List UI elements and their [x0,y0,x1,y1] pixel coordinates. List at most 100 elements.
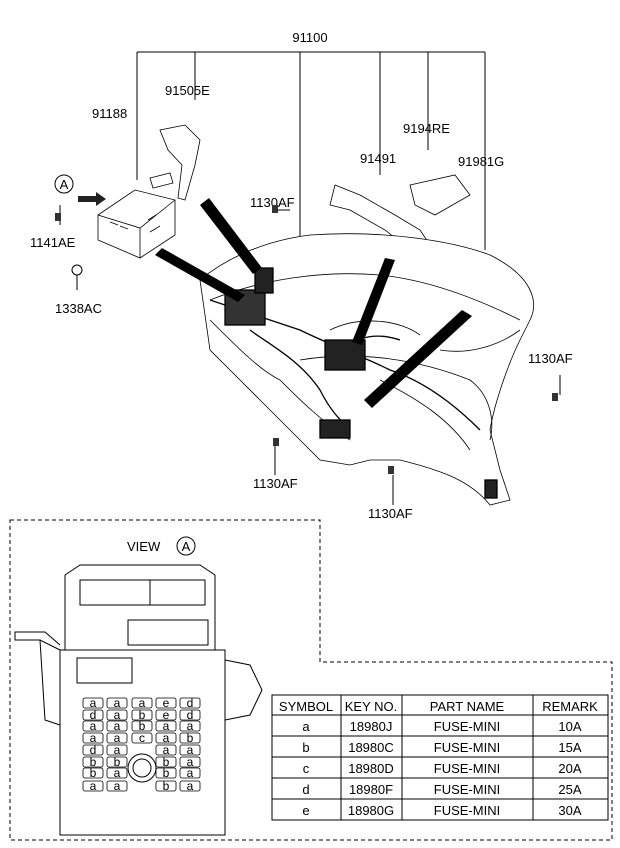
fuse-slot: a [82,719,104,733]
module-9194RE [409,174,471,216]
callout-91491: 91491 [360,151,396,166]
svg-text:a: a [90,719,97,733]
table-cell: c [303,761,310,776]
svg-text:c: c [139,731,145,745]
fuse-slot: a [106,719,128,733]
fuse-slot: d [179,696,201,710]
table-cell: a [302,719,310,734]
svg-text:a: a [163,719,170,733]
fuse-slot: a [179,719,201,733]
svg-text:a: a [114,696,121,710]
fuse-slot: a [106,696,128,710]
svg-text:a: a [114,766,121,780]
table-cell: 18980D [348,761,394,776]
svg-text:a: a [139,696,146,710]
callout-1130AF: 1130AF [528,351,573,366]
fuse-slot: a [82,779,104,793]
view-a-frame [9,519,613,841]
table-cell: FUSE-MINI [434,740,500,755]
fuse-slot: a [179,743,201,757]
fuse-slot: a [106,743,128,757]
fuse-slot: e [155,708,177,722]
fuse-slot: a [106,731,128,745]
fuse-slot: c [131,731,153,745]
callout-1141AE: 1141AE [30,235,76,250]
svg-text:b: b [90,766,97,780]
svg-text:e: e [163,696,170,710]
callout-1130AF: 1130AF [250,195,295,210]
fuse-slot: b [155,779,177,793]
pointer-arrows [155,198,472,408]
svg-text:a: a [114,731,121,745]
fuse-slot: a [106,779,128,793]
fuse-slot: d [179,708,201,722]
table-cell: e [302,803,309,818]
table-cell: 18980G [348,803,394,818]
fuse-slot: e [155,696,177,710]
svg-text:a: a [163,743,170,757]
svg-text:A: A [182,539,191,554]
fuse-table: SYMBOL KEY NO. PART NAME REMARK a 18980J FUSE-… [271,694,609,821]
fuse-slot: a [179,779,201,793]
fuse-slot: b [106,755,128,769]
callout-9194RE: 9194RE [403,121,450,136]
fuse-slot: b [82,766,104,780]
view-marker: A [176,536,196,556]
svg-text:a: a [114,779,121,793]
svg-text:d: d [90,708,97,722]
svg-text:a: a [187,755,194,769]
fuse-slot: a [179,766,201,780]
fuse-slot: a [131,696,153,710]
svg-text:a: a [90,731,97,745]
wiring-harness-91100 [209,267,498,499]
fuse-slot: a [179,755,201,769]
table-cell: 10A [558,719,581,734]
fuse-slot: b [131,708,153,722]
callout-91505E: 91505E [165,83,210,98]
callout-1130AF: 1130AF [368,506,413,521]
svg-text:A: A [60,177,69,192]
fuse-slot: b [82,755,104,769]
fuse-slot: d [82,743,104,757]
fuse-slot: b [179,731,201,745]
fuse-slot: a [106,766,128,780]
table-cell: FUSE-MINI [434,782,500,797]
junction-box-view [14,564,263,836]
svg-text:e: e [163,708,170,722]
fuse-slot: a [155,731,177,745]
bracket-91505E [149,124,201,201]
table-header: SYMBOL [279,699,333,714]
callout-1130AF: 1130AF [253,476,298,491]
table-header: PART NAME [430,699,505,714]
table-cell: 18980C [348,740,394,755]
dashboard-crash-pad [199,233,534,506]
table-cell: 18980J [350,719,393,734]
svg-text:b: b [163,779,170,793]
svg-text:d: d [187,696,194,710]
bolts [55,205,558,474]
svg-text:b: b [187,731,194,745]
fuse-box-91188 [97,189,176,259]
table-cell: FUSE-MINI [434,719,500,734]
svg-text:a: a [187,719,194,733]
svg-text:a: a [114,719,121,733]
table-cell: b [302,740,309,755]
svg-text:b: b [139,708,146,722]
table-header: REMARK [542,699,598,714]
table-cell: 25A [558,782,581,797]
fuse-slot: a [82,696,104,710]
table-cell: 20A [558,761,581,776]
table-cell: FUSE-MINI [434,761,500,776]
callout-91188: 91188 [92,106,127,121]
table-header: KEY NO. [345,699,398,714]
svg-text:b: b [114,755,121,769]
fuse-slot: b [155,766,177,780]
view-a-marker: A [54,174,106,206]
svg-text:a: a [187,766,194,780]
fuse-slot: a [155,743,177,757]
svg-text:a: a [114,743,121,757]
svg-text:d: d [187,708,194,722]
table-cell: 15A [558,740,581,755]
